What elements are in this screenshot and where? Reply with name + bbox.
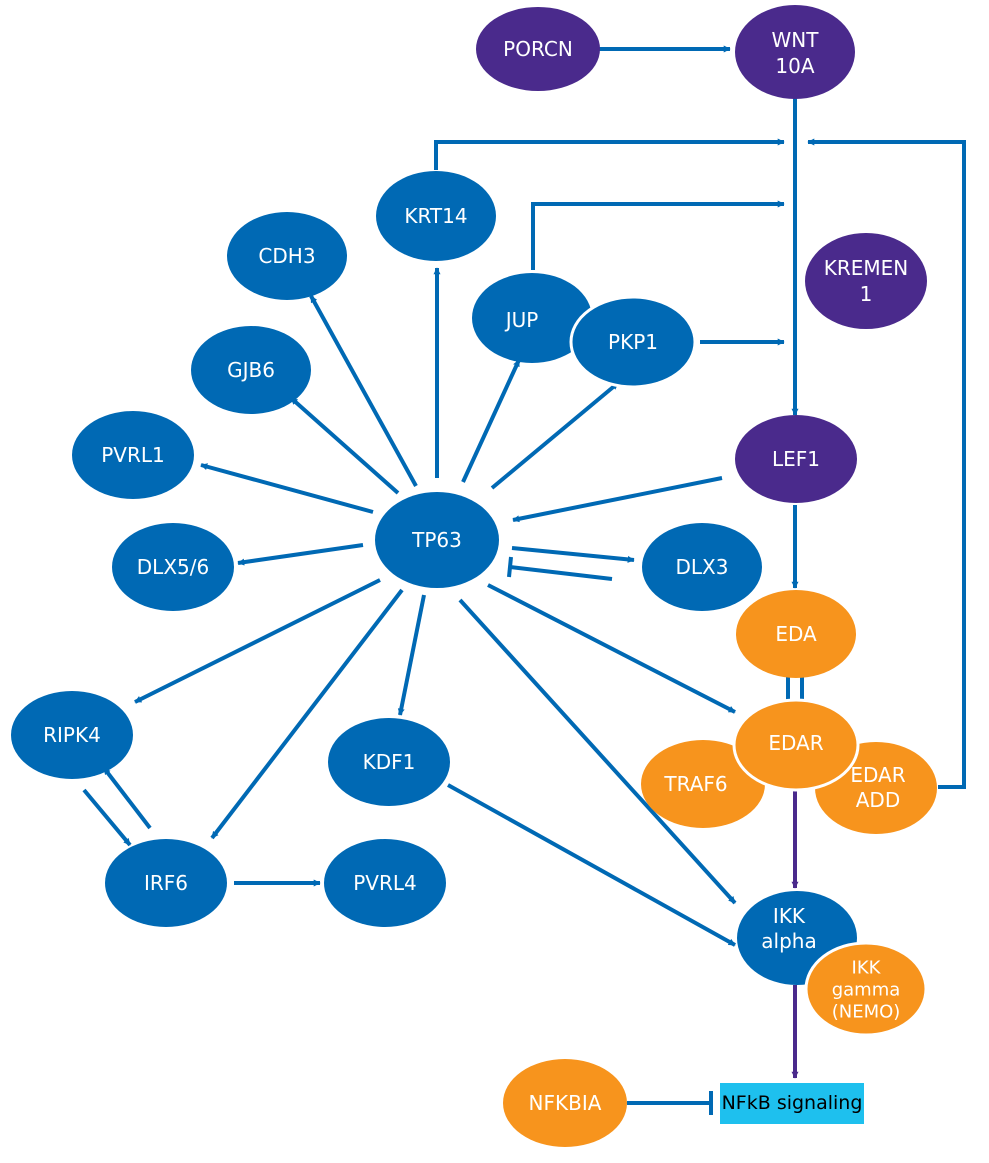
label-pvrl4: PVRL4 — [353, 871, 417, 895]
edge-tp63-irf6 — [210, 588, 404, 840]
node-gjb6 — [191, 326, 311, 414]
node-nfkbia — [503, 1059, 627, 1147]
label-edaradd-2: ADD — [856, 788, 900, 812]
node-pvrl4 — [324, 839, 446, 927]
node-wnt10a — [735, 5, 855, 99]
edge-tp63-dlx3 — [511, 546, 635, 563]
edge-krt14-wnt — [434, 138, 785, 170]
label-ikkgamma-3: (NEMO) — [832, 1002, 901, 1023]
node-dlx56 — [112, 523, 234, 611]
node-irf6 — [105, 839, 227, 927]
edge-tp63-jup — [461, 359, 521, 483]
edge-edaradd-wnt — [807, 138, 966, 789]
label-kremen1-1: KREMEN — [824, 256, 909, 280]
label-wnt10a-2: 10A — [775, 54, 814, 78]
node-kremen1 — [805, 233, 927, 329]
label-dlx56: DLX5/6 — [137, 555, 209, 579]
edge-irf6-ripk4 — [102, 766, 152, 830]
node-porcn — [476, 7, 600, 91]
node-pkp1 — [569, 295, 697, 389]
label-ikkalpha-2: alpha — [761, 929, 816, 953]
node-ripk4 — [11, 691, 133, 779]
edge-dlx3-inhibit-tp63 — [509, 565, 613, 581]
edge-ripk4-irf6 — [82, 788, 132, 847]
edge-dlx3-inhibit-bar — [507, 556, 513, 578]
label-edaradd-1: EDAR — [850, 763, 905, 787]
label-irf6: IRF6 — [144, 871, 188, 895]
label-ikkalpha-1: IKK — [773, 904, 806, 928]
node-tp63 — [375, 492, 499, 588]
node-traf6 — [641, 740, 765, 828]
label-pvrl1: PVRL1 — [101, 443, 165, 467]
edge-tp63-pvrl1 — [200, 463, 374, 514]
label-kremen1-2: 1 — [860, 282, 873, 306]
label-kdf1: KDF1 — [363, 750, 416, 774]
label-dlx3: DLX3 — [676, 555, 729, 579]
label-edar: EDAR — [768, 731, 823, 755]
node-jup — [472, 273, 592, 363]
edge-tp63-ripk4 — [134, 578, 381, 704]
label-porcn: PORCN — [503, 37, 573, 61]
node-ikkgamma — [804, 941, 928, 1037]
node-eda — [736, 590, 856, 678]
label-nfkbia: NFKBIA — [529, 1091, 602, 1115]
edge-jup-wnt — [531, 200, 785, 270]
label-traf6: TRAF6 — [663, 772, 727, 796]
label-ikkgamma-1: IKK — [852, 958, 882, 979]
node-pvrl1 — [72, 411, 194, 499]
edge-tp63-cdh3 — [309, 295, 418, 487]
label-jup: JUP — [504, 308, 539, 332]
node-dlx3 — [642, 523, 762, 611]
label-pkp1: PKP1 — [608, 330, 658, 354]
label-krt14: KRT14 — [404, 204, 467, 228]
label-ikkgamma-2: gamma — [832, 980, 901, 1001]
node-edar — [732, 698, 860, 792]
edge-tp63-dlx56 — [237, 543, 364, 566]
node-cdh3 — [227, 212, 347, 300]
node-kdf1 — [328, 718, 450, 806]
edge-tp63-edar — [487, 583, 736, 714]
edge-kdf1-ikkalpha — [447, 783, 736, 947]
label-tp63: TP63 — [411, 528, 462, 552]
label-lef1: LEF1 — [772, 447, 820, 471]
label-ripk4: RIPK4 — [43, 723, 101, 747]
node-krt14 — [376, 171, 496, 261]
edge-tp63-ikkalpha — [458, 598, 737, 905]
label-nfkb-signaling: NFkB signaling — [722, 1092, 863, 1114]
label-wnt10a-1: WNT — [772, 28, 820, 52]
edge-lef1-tp63 — [512, 476, 723, 523]
edge-tp63-pkp1 — [490, 381, 620, 490]
edge-tp63-gjb6 — [289, 396, 400, 495]
node-nfkb-signaling — [720, 1083, 864, 1124]
label-eda: EDA — [775, 622, 817, 646]
node-lef1 — [735, 415, 857, 503]
label-cdh3: CDH3 — [258, 244, 315, 268]
label-gjb6: GJB6 — [227, 358, 275, 382]
edge-tp63-kdf1 — [397, 594, 426, 716]
